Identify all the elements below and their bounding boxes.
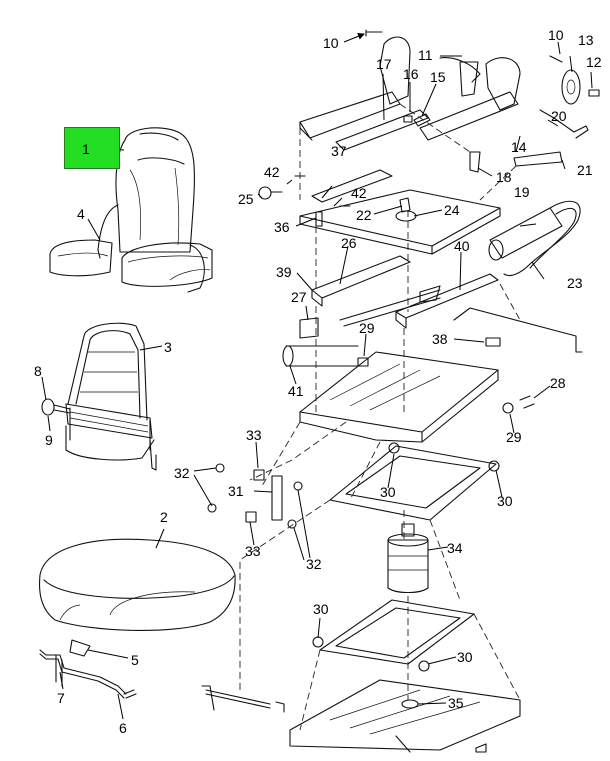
callout-29-upper: 29: [359, 320, 375, 336]
highlighted-part-box[interactable]: 1: [64, 127, 120, 169]
seat-cushion-drawing: [38, 538, 236, 632]
callout-32-right: 32: [306, 556, 322, 572]
callout-30-b: 30: [497, 493, 513, 509]
callout-5: 5: [131, 652, 139, 668]
callout-16: 16: [403, 66, 419, 82]
callout-12: 12: [586, 54, 602, 70]
callout-40: 40: [454, 238, 470, 254]
backrest-frame-drawing: [41, 322, 157, 471]
callout-41: 41: [288, 383, 304, 399]
lower-base-drawing: [201, 599, 521, 753]
callout-37: 37: [331, 143, 347, 159]
assembly-guide-lines: [239, 210, 521, 731]
seat-assembly-drawing: [49, 127, 213, 293]
damper-cylinder-drawing: [488, 200, 581, 277]
callout-23: 23: [567, 275, 583, 291]
callout-35: 35: [448, 695, 464, 711]
callout-33-upper: 33: [246, 427, 262, 443]
callout-7: 7: [57, 690, 65, 706]
callout-18: 18: [496, 169, 512, 185]
callout-21: 21: [577, 162, 593, 178]
callout-10-right: 10: [548, 27, 564, 43]
callout-26: 26: [341, 235, 357, 251]
callout-30-d: 30: [457, 649, 473, 665]
callout-39: 39: [276, 264, 292, 280]
callout-34: 34: [447, 540, 463, 556]
callout-13: 13: [578, 32, 594, 48]
callout-30-c: 30: [313, 601, 329, 617]
callout-20: 20: [551, 108, 567, 124]
callout-38: 38: [432, 331, 448, 347]
callout-15: 15: [430, 69, 446, 85]
callout-30-a: 30: [380, 484, 396, 500]
upper-frame-drawing: [299, 29, 600, 201]
leader-lines: [41, 32, 593, 720]
callout-28: 28: [550, 375, 566, 391]
callout-1: 1: [82, 141, 90, 157]
scissor-and-shock-drawing: [207, 442, 500, 594]
callout-32-left: 32: [174, 465, 190, 481]
callout-9: 9: [45, 432, 53, 448]
callout-42-left: 42: [264, 164, 280, 180]
callout-3: 3: [164, 339, 172, 355]
slide-rails-drawing: [282, 255, 499, 367]
callout-29-lower: 29: [506, 429, 522, 445]
callout-2: 2: [160, 509, 168, 525]
rod-and-bracket-drawing: [39, 639, 137, 699]
callout-31: 31: [228, 483, 244, 499]
middle-plate-drawing: [299, 307, 583, 443]
callout-24: 24: [444, 202, 460, 218]
callout-10-left: 10: [323, 35, 339, 51]
callout-33-lower: 33: [245, 543, 261, 559]
callout-6: 6: [119, 720, 127, 736]
callout-25: 25: [238, 191, 254, 207]
callout-42-right: 42: [351, 185, 367, 201]
callout-11: 11: [418, 47, 433, 63]
callout-36: 36: [274, 219, 290, 235]
callout-17: 17: [376, 56, 392, 72]
callout-27: 27: [291, 289, 307, 305]
callout-4: 4: [77, 206, 85, 222]
callout-14: 14: [511, 139, 527, 155]
callout-22: 22: [356, 207, 372, 223]
top-plate-drawing: [258, 169, 501, 255]
callout-19: 19: [514, 184, 530, 200]
callout-8: 8: [34, 363, 42, 379]
